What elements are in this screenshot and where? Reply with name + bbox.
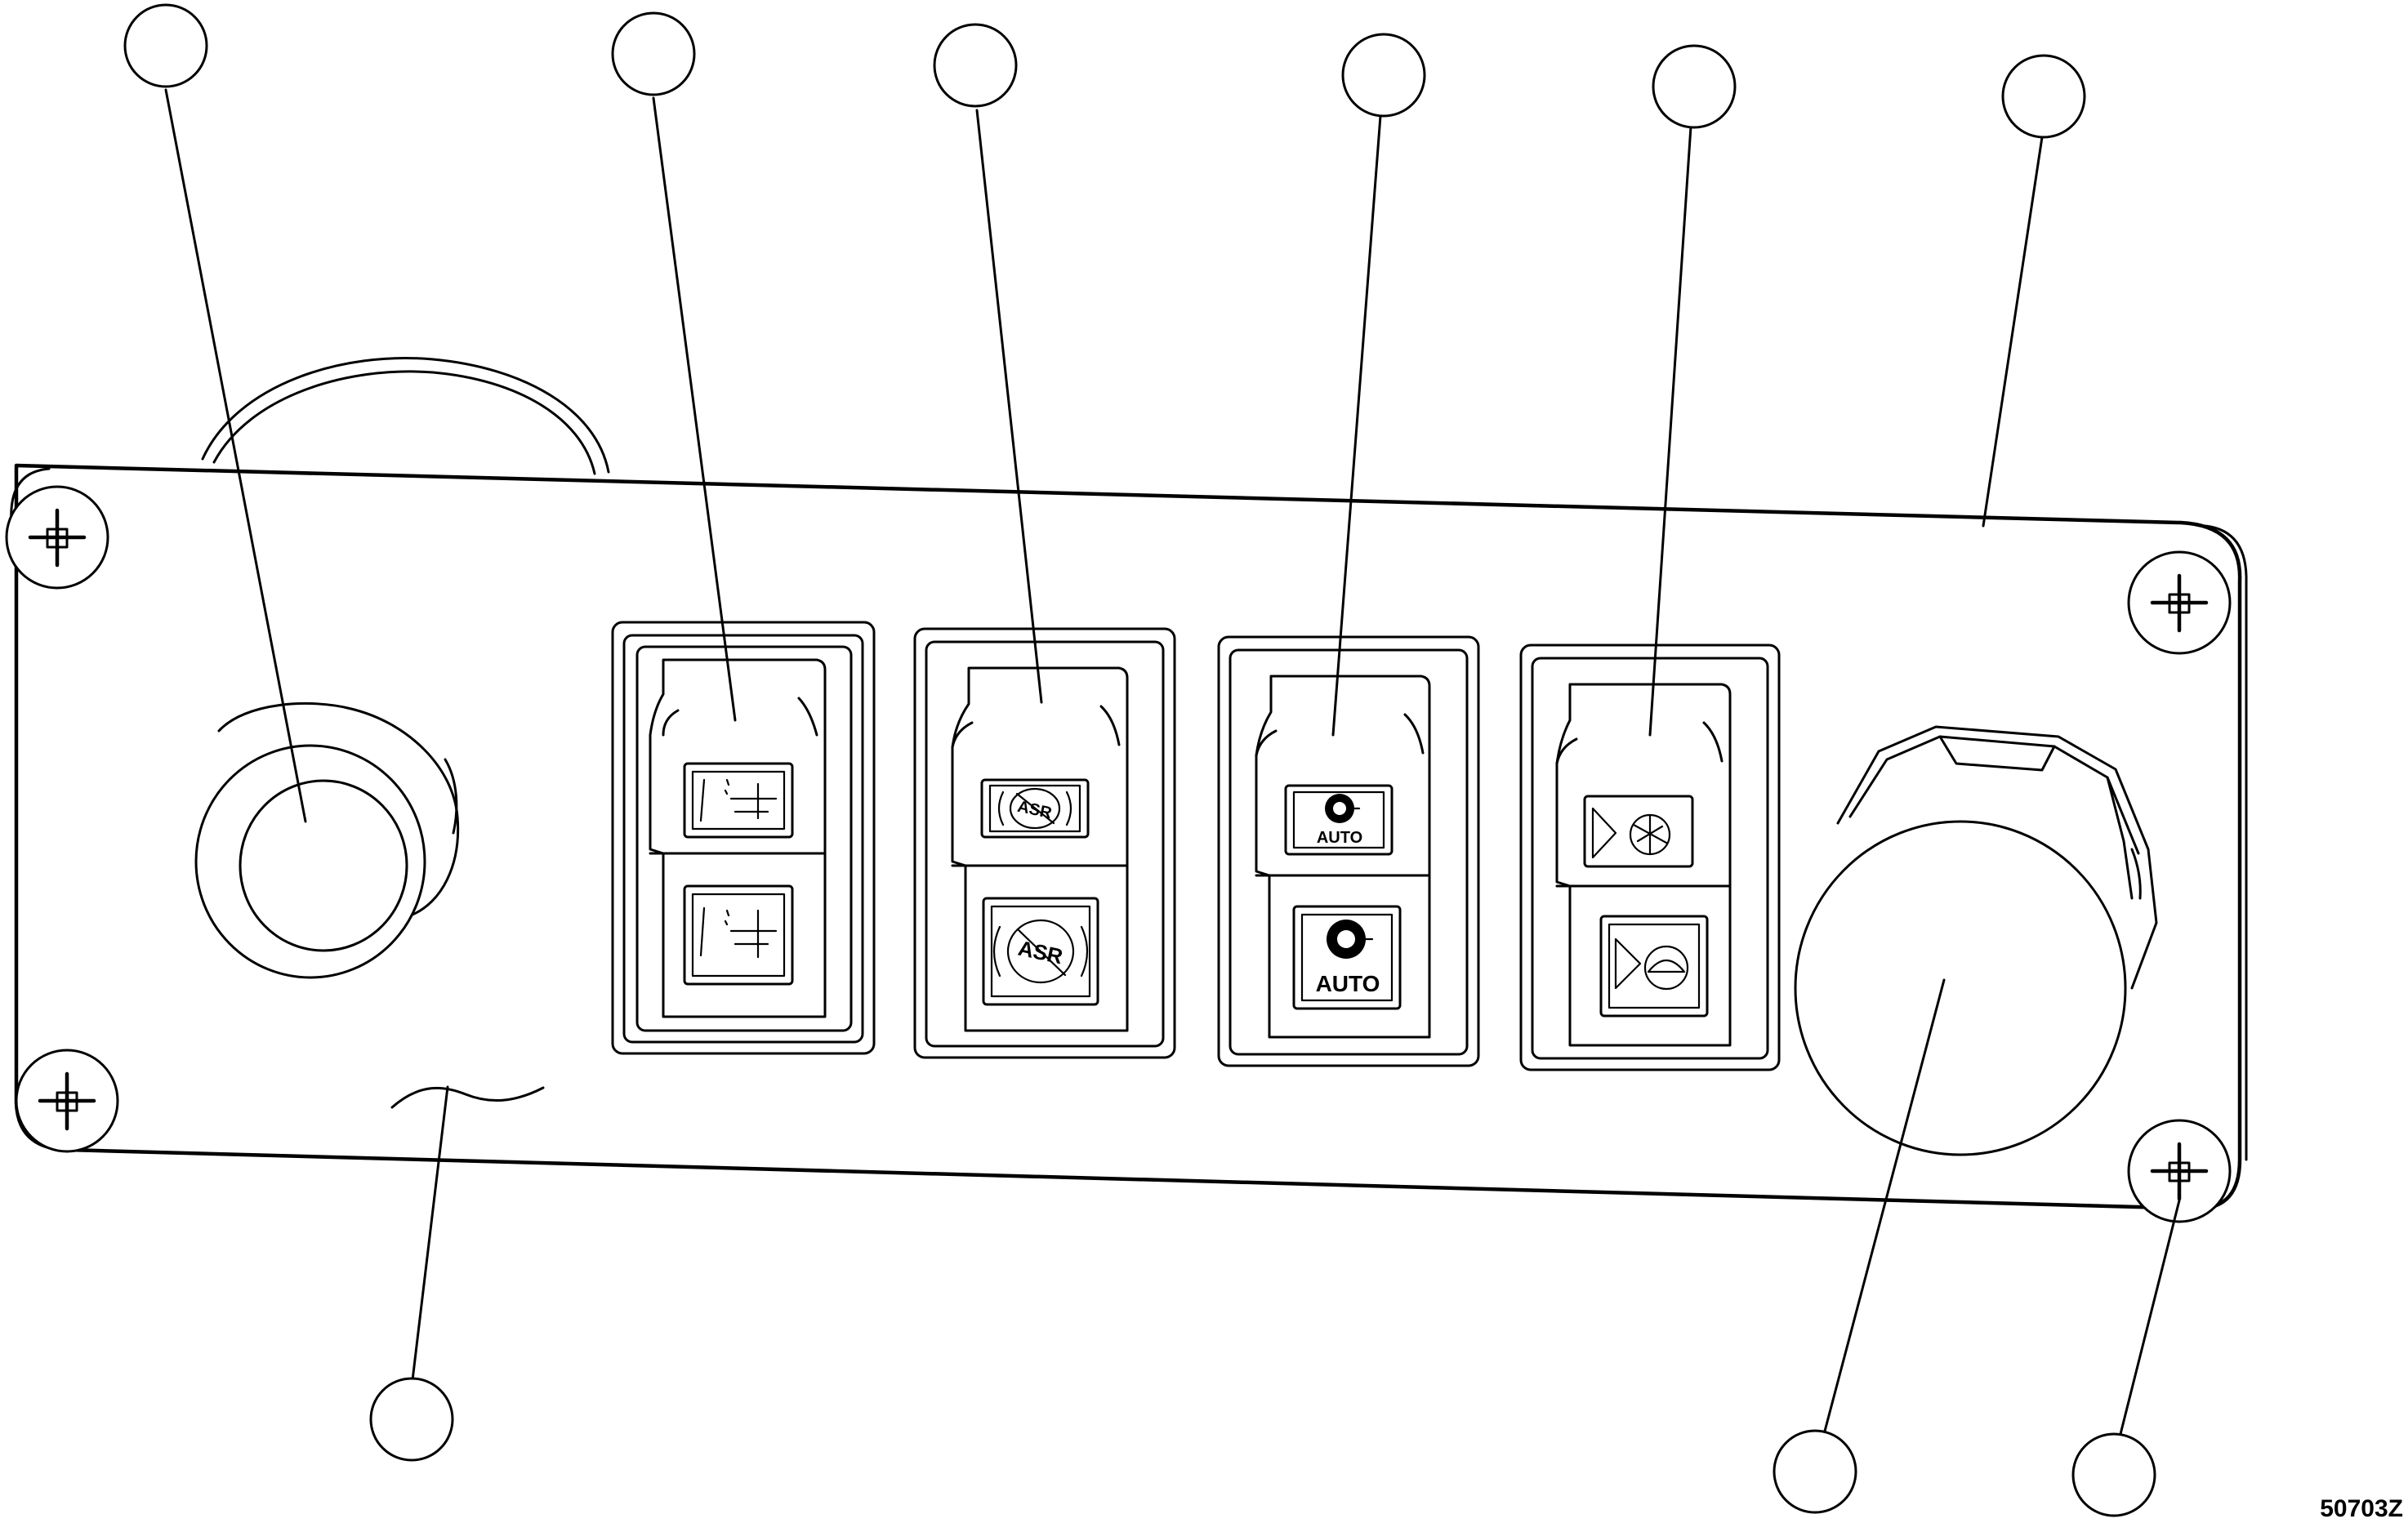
leader-8 — [1822, 978, 1946, 1439]
callout-6 — [2001, 54, 2086, 139]
rocker-switch-engine — [1519, 644, 1781, 1071]
callout-8 — [1773, 1429, 1857, 1514]
screw-top-right — [2127, 550, 2232, 655]
screw-bottom-right — [2127, 1119, 2232, 1223]
callout-9 — [2071, 1432, 2156, 1517]
rocker-switch-1 — [611, 621, 876, 1055]
auto-top-label: AUTO — [1317, 829, 1362, 847]
drawing-id: 50703Z — [2320, 1495, 2403, 1522]
panel-plate — [10, 463, 2248, 1211]
large-knob — [1794, 725, 2158, 1156]
leader-2 — [652, 96, 737, 722]
screw-bottom-left — [15, 1049, 119, 1153]
leader-6 — [1982, 136, 2044, 528]
auto-bottom-label: AUTO — [1316, 971, 1380, 996]
callout-3 — [933, 23, 1018, 108]
leader-5 — [1648, 125, 1692, 737]
callout-7 — [369, 1377, 454, 1462]
rocker-switch-asr: ASR ASR — [913, 627, 1176, 1059]
callout-5 — [1652, 44, 1737, 129]
round-push-button — [194, 702, 460, 979]
leader-3 — [975, 109, 1043, 704]
rocker-switch-auto: AUTO AUTO — [1217, 635, 1480, 1067]
callout-2 — [611, 11, 696, 96]
callout-1 — [123, 3, 208, 88]
screw-top-left — [5, 485, 109, 590]
label-mark — [390, 1086, 545, 1109]
leader-1 — [164, 88, 307, 823]
leader-lines — [164, 88, 2181, 1439]
leader-7 — [411, 1085, 449, 1382]
leader-9 — [2118, 1199, 2181, 1439]
callouts — [123, 3, 2156, 1517]
rear-housing — [201, 357, 610, 475]
callout-4 — [1341, 33, 1426, 118]
leader-4 — [1331, 114, 1382, 737]
